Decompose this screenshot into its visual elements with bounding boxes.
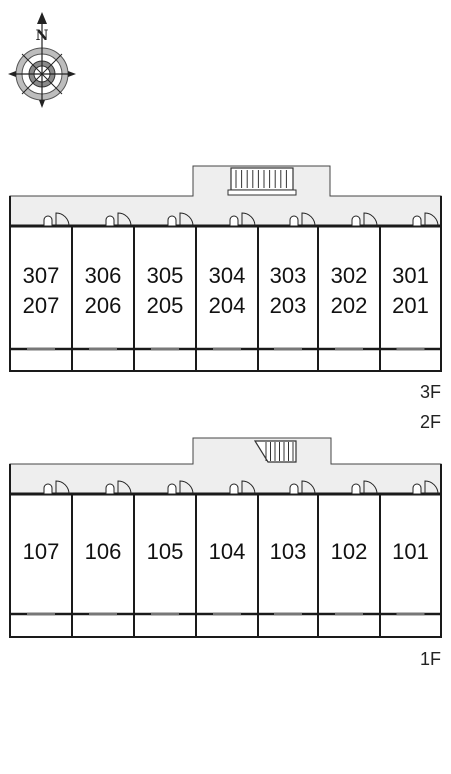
- lower-floor-plan: 107 106 105 104 103 102 101 1F: [9, 437, 442, 669]
- unit-103: 103: [270, 480, 316, 616]
- corridor: [9, 165, 442, 227]
- unit-105: 105: [147, 480, 194, 616]
- door-icon: [424, 212, 439, 227]
- compass-north-label: N: [36, 28, 49, 44]
- meter-box-icon: [351, 215, 361, 227]
- unit-number-label: 303: [270, 263, 307, 288]
- unit-number-label: 202: [331, 293, 368, 318]
- unit-number-label: 104: [209, 539, 246, 564]
- unit-number-label: 204: [209, 293, 246, 318]
- unit-number-label: 304: [209, 263, 246, 288]
- unit-104: 104: [209, 480, 256, 616]
- door-icon: [55, 212, 70, 227]
- meter-box-icon: [229, 483, 239, 495]
- unit-number-label: 203: [270, 293, 307, 318]
- meter-box-icon: [351, 483, 361, 495]
- door-icon: [241, 212, 256, 227]
- unit-number-label: 102: [331, 539, 368, 564]
- door-icon: [363, 212, 378, 227]
- door-icon: [179, 480, 194, 495]
- corridor: [9, 437, 442, 495]
- meter-box-icon: [167, 483, 177, 495]
- floor-label-3f: 3F: [420, 382, 441, 402]
- unit-number-label: 206: [85, 293, 122, 318]
- unit-106: 106: [85, 480, 132, 616]
- meter-box-icon: [105, 215, 115, 227]
- door-icon: [301, 480, 316, 495]
- meter-box-icon: [167, 215, 177, 227]
- door-icon: [424, 480, 439, 495]
- unit-number-label: 305: [147, 263, 184, 288]
- unit-number-label: 205: [147, 293, 184, 318]
- meter-box-icon: [412, 483, 422, 495]
- unit-number-label: 302: [331, 263, 368, 288]
- floor-label-2f: 2F: [420, 412, 441, 432]
- door-icon: [117, 480, 132, 495]
- unit-number-label: 107: [23, 539, 60, 564]
- door-icon: [241, 480, 256, 495]
- meter-box-icon: [289, 215, 299, 227]
- compass-rose-icon: N: [8, 12, 76, 108]
- unit-number-label: 307: [23, 263, 60, 288]
- meter-box-icon: [289, 483, 299, 495]
- unit-number-label: 301: [392, 263, 429, 288]
- door-icon: [117, 212, 132, 227]
- unit-number-label: 201: [392, 293, 429, 318]
- meter-box-icon: [412, 215, 422, 227]
- upper-floor-plan: 3072073062063052053042043032033022023012…: [9, 165, 442, 432]
- staircase-icon: [227, 167, 297, 196]
- unit-number-label: 101: [392, 539, 429, 564]
- door-icon: [55, 480, 70, 495]
- meter-box-icon: [105, 483, 115, 495]
- unit-number-label: 207: [23, 293, 60, 318]
- unit-101: 101: [392, 480, 439, 616]
- meter-box-icon: [229, 215, 239, 227]
- unit-number-label: 105: [147, 539, 184, 564]
- door-icon: [363, 480, 378, 495]
- door-icon: [179, 212, 194, 227]
- staircase-icon: [253, 440, 297, 463]
- door-icon: [301, 212, 316, 227]
- meter-box-icon: [43, 215, 53, 227]
- unit-number-label: 103: [270, 539, 307, 564]
- meter-box-icon: [43, 483, 53, 495]
- floor-label-1f: 1F: [420, 649, 441, 669]
- unit-107: 107: [23, 480, 70, 616]
- unit-number-label: 106: [85, 539, 122, 564]
- unit-102: 102: [331, 480, 378, 616]
- unit-number-label: 306: [85, 263, 122, 288]
